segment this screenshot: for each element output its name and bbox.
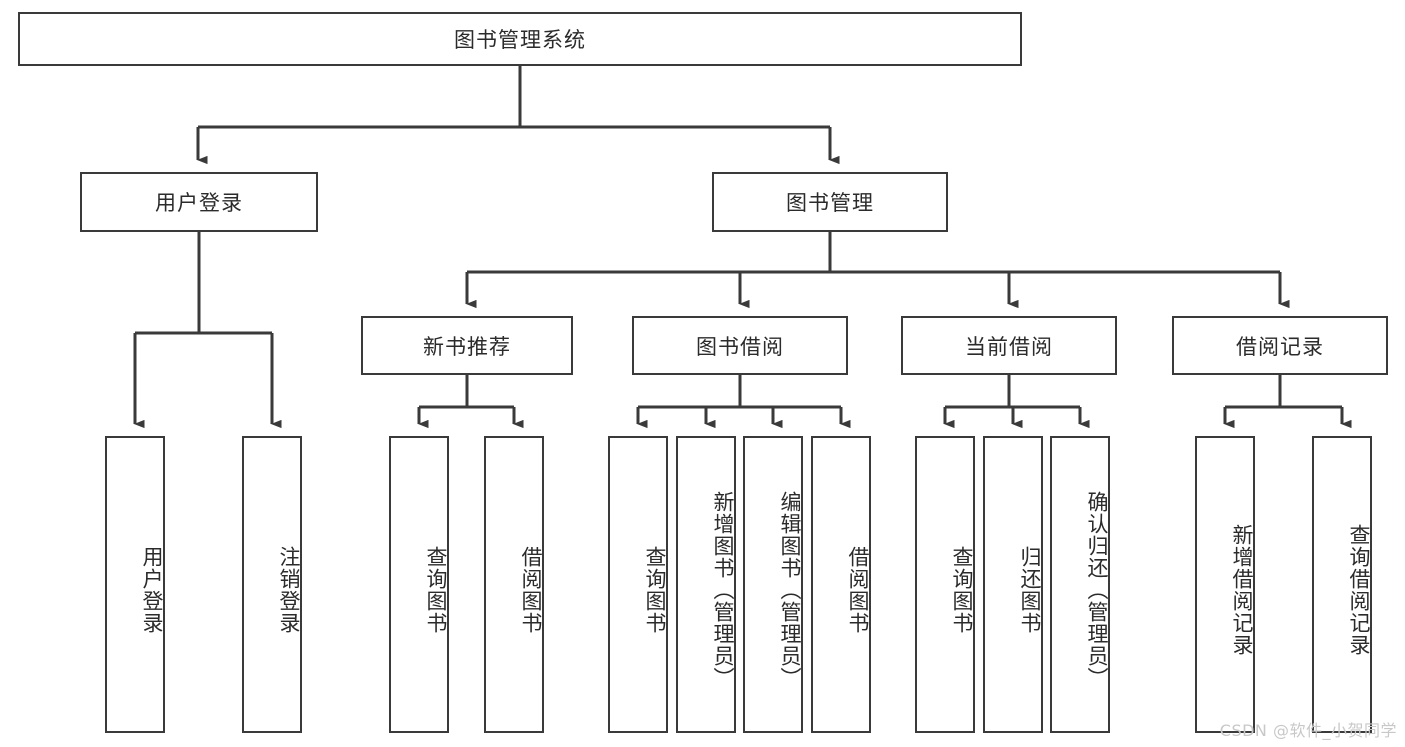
node-leaf-user-logout[interactable]: 注销登录 bbox=[242, 436, 302, 733]
node-user-login[interactable]: 用户登录 bbox=[80, 172, 318, 232]
node-leaf-query-books-current[interactable]: 查询图书 bbox=[915, 436, 975, 733]
node-leaf-query-books-recommend[interactable]: 查询图书 bbox=[389, 436, 449, 733]
node-current-borrow[interactable]: 当前借阅 bbox=[901, 316, 1117, 375]
node-borrow-records[interactable]: 借阅记录 bbox=[1172, 316, 1388, 375]
node-leaf-borrow-book[interactable]: 借阅图书 bbox=[811, 436, 871, 733]
node-root[interactable]: 图书管理系统 bbox=[18, 12, 1022, 66]
leaf-label: 新增借阅记录 bbox=[1230, 523, 1254, 656]
leaf-label: 借阅图书 bbox=[846, 545, 870, 634]
node-leaf-confirm-return-admin[interactable]: 确认归还（管理员） bbox=[1050, 436, 1110, 733]
leaf-label: 用户登录 bbox=[140, 545, 164, 634]
node-leaf-return-book[interactable]: 归还图书 bbox=[983, 436, 1043, 733]
node-new-book-recommend[interactable]: 新书推荐 bbox=[361, 316, 573, 375]
leaf-label: 查询图书 bbox=[950, 545, 974, 634]
leaf-label: 查询借阅记录 bbox=[1347, 523, 1371, 656]
leaf-label: 注销登录 bbox=[277, 545, 301, 634]
leaf-label: 新增图书（管理员） bbox=[711, 490, 735, 689]
node-leaf-query-books-borrow[interactable]: 查询图书 bbox=[608, 436, 668, 733]
node-leaf-user-login[interactable]: 用户登录 bbox=[105, 436, 165, 733]
leaf-label: 确认归还（管理员） bbox=[1085, 490, 1109, 689]
leaf-label: 借阅图书 bbox=[519, 545, 543, 634]
csdn-watermark: CSDN @软件_小贺同学 bbox=[1219, 721, 1397, 740]
node-leaf-borrow-books-recommend[interactable]: 借阅图书 bbox=[484, 436, 544, 733]
leaf-label: 编辑图书（管理员） bbox=[778, 490, 802, 689]
leaf-label: 归还图书 bbox=[1018, 545, 1042, 634]
node-leaf-edit-book-admin[interactable]: 编辑图书（管理员） bbox=[743, 436, 803, 733]
leaf-label: 查询图书 bbox=[643, 545, 667, 634]
leaf-label: 查询图书 bbox=[424, 545, 448, 634]
node-book-borrow[interactable]: 图书借阅 bbox=[632, 316, 848, 375]
node-leaf-query-borrow-record[interactable]: 查询借阅记录 bbox=[1312, 436, 1372, 733]
node-leaf-add-borrow-record[interactable]: 新增借阅记录 bbox=[1195, 436, 1255, 733]
node-leaf-add-book-admin[interactable]: 新增图书（管理员） bbox=[676, 436, 736, 733]
node-book-management[interactable]: 图书管理 bbox=[712, 172, 948, 232]
